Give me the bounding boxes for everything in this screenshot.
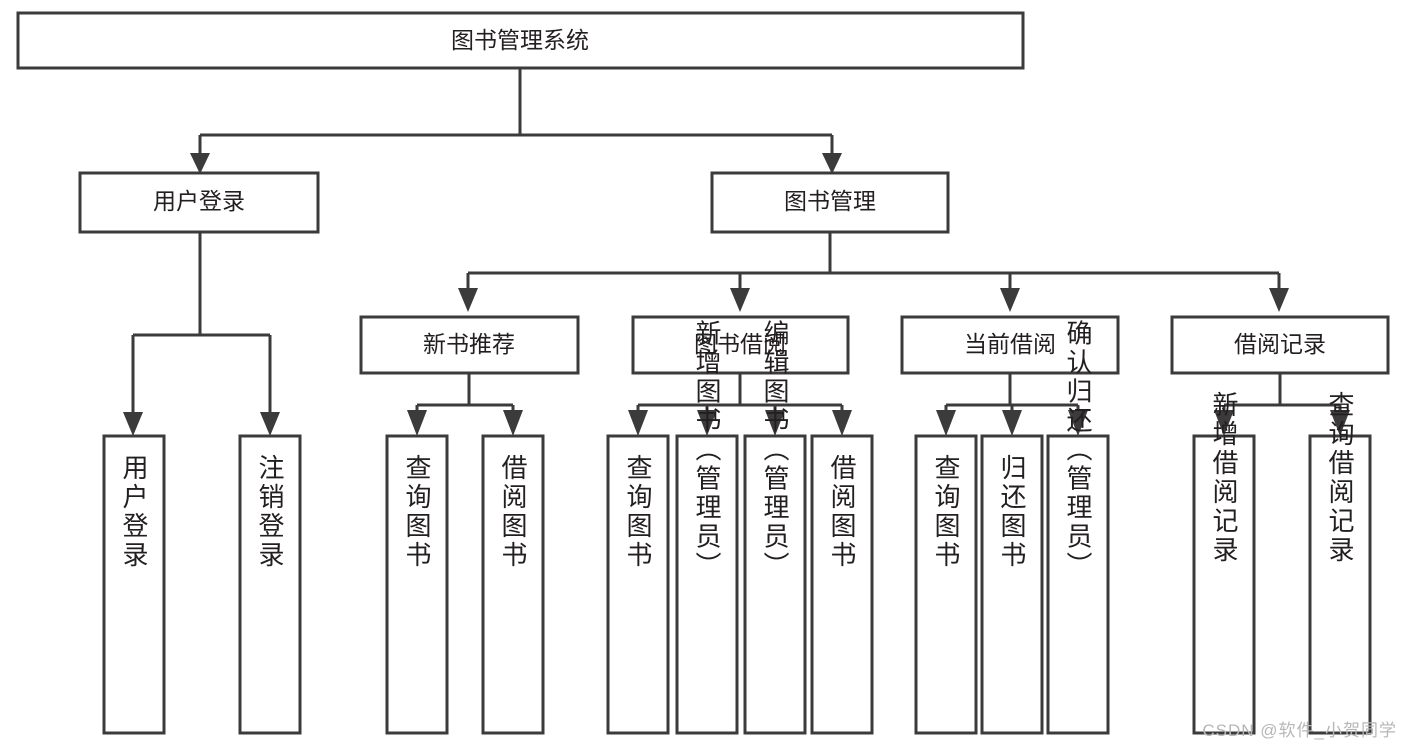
node-leaf-borrow-book-1[interactable]: 借阅图书 [481, 434, 545, 735]
arrow-to-leaf-return-book [1002, 410, 1022, 436]
book-manage-label: 图书管理 [784, 188, 876, 214]
leaf-edit-book-box[interactable] [743, 434, 807, 735]
user-login-box[interactable] [78, 171, 320, 234]
user-login-label: 用户登录 [153, 188, 245, 214]
node-leaf-query-record[interactable]: 查询借阅记录 [1308, 391, 1372, 735]
arrow-to-leaf-add-book [697, 410, 717, 436]
link-book-manage-bus [466, 232, 1281, 290]
leaf-user-login-box[interactable] [102, 434, 166, 735]
node-book-borrow[interactable]: 图书借阅 [631, 315, 850, 375]
leaf-logout-label: 注销登录 [255, 454, 285, 570]
arrow-to-new-book-recommend [458, 288, 478, 312]
leaf-add-book-label: 新增图书（管理员） [692, 319, 722, 580]
arrow-to-leaf-borrow-book-1 [503, 410, 523, 436]
leaf-borrow-book-2-box[interactable] [810, 434, 874, 735]
arrow-to-book-borrow [730, 288, 750, 312]
node-leaf-logout[interactable]: 注销登录 [238, 434, 302, 735]
link-user-login-bus [131, 232, 272, 414]
arrow-to-leaf-add-record [1214, 410, 1234, 436]
leaf-query-record-box[interactable] [1308, 434, 1372, 735]
node-leaf-query-book-1[interactable]: 查询图书 [385, 434, 449, 735]
node-borrow-record[interactable]: 借阅记录 [1170, 315, 1390, 375]
arrow-to-leaf-confirm-return [1068, 410, 1088, 436]
leaf-confirm-return-box[interactable] [1046, 434, 1110, 735]
leaf-query-book-2-label: 查询图书 [623, 454, 653, 570]
leaf-edit-book-label: 编辑图书（管理员） [760, 319, 790, 580]
arrow-to-leaf-query-record [1330, 410, 1350, 436]
leaf-query-book-1-label: 查询图书 [402, 454, 432, 570]
root-label: 图书管理系统 [451, 27, 589, 53]
link-borrow-record-bus [1222, 373, 1342, 414]
book-borrow-label: 图书借阅 [694, 331, 786, 357]
node-book-manage[interactable]: 图书管理 [710, 171, 950, 234]
arrow-to-leaf-logout [260, 412, 280, 436]
arrow-to-leaf-user-login [123, 412, 143, 436]
arrow-to-leaf-query-book-2 [628, 410, 648, 436]
arrow-to-leaf-query-book-1 [407, 410, 427, 436]
arrow-to-leaf-edit-book [765, 410, 785, 436]
leaf-query-book-3-box[interactable] [914, 434, 978, 735]
node-leaf-add-book[interactable]: 新增图书（管理员） [675, 319, 739, 735]
leaf-user-login-label: 用户登录 [119, 454, 149, 570]
arrow-to-user-login [190, 153, 210, 174]
arrow-to-borrow-record [1269, 288, 1289, 312]
borrow-record-box[interactable] [1170, 315, 1390, 375]
node-user-login[interactable]: 用户登录 [78, 171, 320, 234]
leaf-return-book-box[interactable] [980, 434, 1044, 735]
borrow-record-label: 借阅记录 [1234, 331, 1326, 357]
leaf-query-book-1-box[interactable] [385, 434, 449, 735]
link-root-bus [198, 68, 834, 155]
leaf-logout-box[interactable] [238, 434, 302, 735]
node-root[interactable]: 图书管理系统 [16, 11, 1025, 70]
leaf-add-record-label: 新增借阅记录 [1209, 391, 1239, 565]
new-book-recommend-box[interactable] [359, 315, 580, 375]
link-book-borrow-bus [636, 373, 844, 414]
leaf-borrow-book-1-box[interactable] [481, 434, 545, 735]
leaf-query-record-label: 查询借阅记录 [1325, 391, 1355, 565]
node-leaf-add-record[interactable]: 新增借阅记录 [1192, 391, 1256, 735]
arrow-to-current-borrow [1000, 288, 1020, 312]
node-leaf-borrow-book-2[interactable]: 借阅图书 [810, 434, 874, 735]
book-manage-box[interactable] [710, 171, 950, 234]
new-book-recommend-label: 新书推荐 [423, 331, 515, 357]
arrow-to-leaf-borrow-book-2 [832, 410, 852, 436]
leaf-borrow-book-2-label: 借阅图书 [827, 454, 857, 570]
book-borrow-box[interactable] [631, 315, 850, 375]
leaf-borrow-book-1-label: 借阅图书 [498, 454, 528, 570]
current-borrow-box[interactable] [900, 315, 1120, 375]
node-leaf-user-login[interactable]: 用户登录 [102, 434, 166, 735]
leaf-query-book-2-box[interactable] [606, 434, 670, 735]
node-leaf-query-book-3[interactable]: 查询图书 [914, 434, 978, 735]
node-leaf-return-book[interactable]: 归还图书 [980, 434, 1044, 735]
leaf-return-book-label: 归还图书 [997, 454, 1027, 570]
leaf-confirm-return-label: 确认归还（管理员） [1063, 319, 1093, 580]
arrow-to-leaf-query-book-3 [936, 410, 956, 436]
node-current-borrow[interactable]: 当前借阅 [900, 315, 1120, 375]
leaf-add-record-box[interactable] [1192, 434, 1256, 735]
node-new-book-recommend[interactable]: 新书推荐 [359, 315, 580, 375]
node-leaf-confirm-return[interactable]: 确认归还（管理员） [1046, 319, 1110, 735]
arrow-to-book-manage [822, 153, 842, 174]
link-current-borrow-bus [944, 373, 1080, 414]
node-leaf-edit-book[interactable]: 编辑图书（管理员） [743, 319, 807, 735]
connectors [123, 68, 1350, 436]
root-box[interactable] [16, 11, 1025, 70]
leaf-query-book-3-label: 查询图书 [931, 454, 961, 570]
link-new-book-recommend-bus [415, 373, 515, 414]
node-leaf-query-book-2[interactable]: 查询图书 [606, 434, 670, 735]
current-borrow-label: 当前借阅 [964, 331, 1056, 357]
leaf-add-book-box[interactable] [675, 434, 739, 735]
